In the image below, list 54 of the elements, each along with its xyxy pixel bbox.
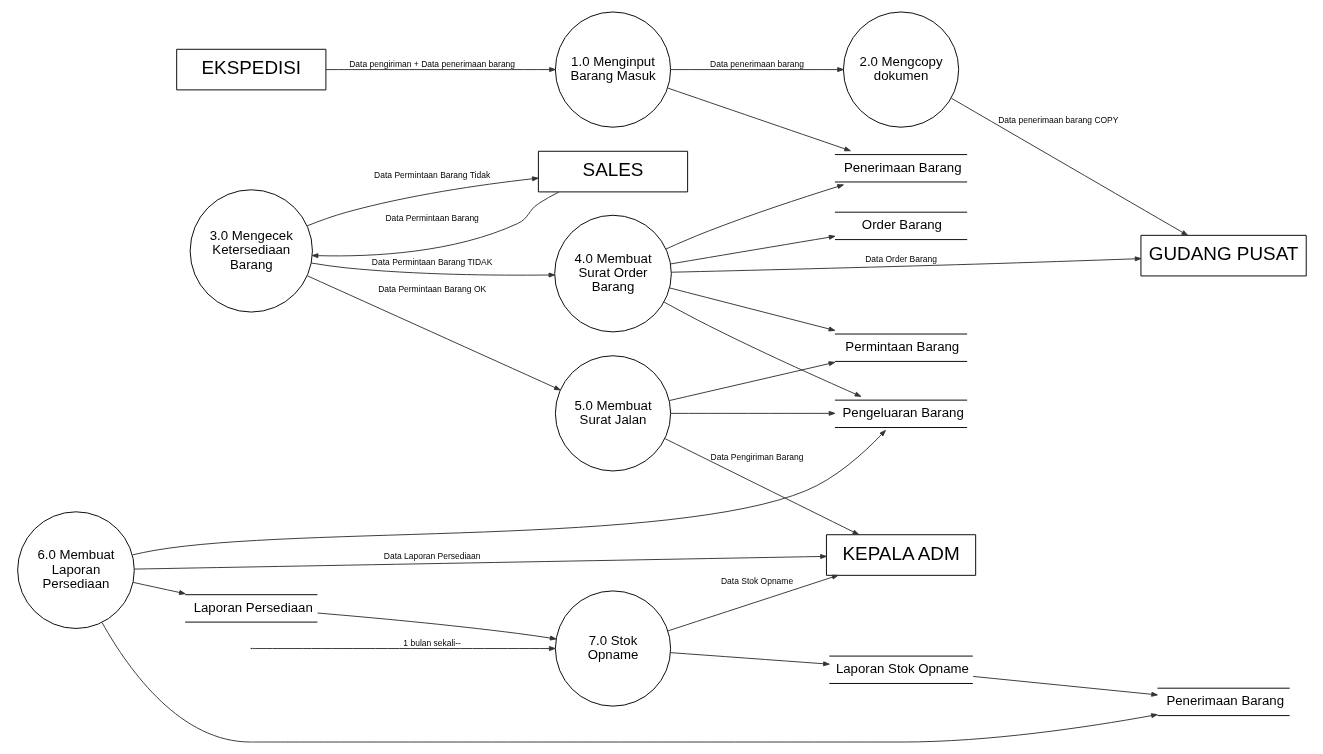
arrow xyxy=(665,184,844,250)
edge-label: Data Stok Opname xyxy=(720,576,793,587)
edge-label: Data Permintaan Barang xyxy=(384,212,479,223)
edge-label: Data Permintaan Barang OK xyxy=(377,283,486,294)
node-text: Penerimaan Barang xyxy=(1165,693,1284,709)
node-circle: 1.0 Menginput Barang Masuk xyxy=(554,11,671,128)
node-text: Pengeluaran Barang xyxy=(842,405,964,421)
arrow xyxy=(101,622,1158,743)
node-box: SALES xyxy=(537,150,688,193)
arrow xyxy=(311,191,559,259)
arrow xyxy=(310,262,555,278)
arrow xyxy=(306,275,561,391)
node-circle: 6.0 Membuat Laporan Persediaan xyxy=(16,511,135,629)
arrow xyxy=(668,361,835,401)
arrow xyxy=(669,652,830,667)
arrow xyxy=(131,429,886,556)
arrow xyxy=(324,67,556,73)
arrow xyxy=(972,675,1158,697)
edge-label: Data penerimaan barang xyxy=(709,58,804,69)
arrow xyxy=(663,301,861,397)
edge-label: Data Laporan Persediaan xyxy=(383,550,480,561)
arrow xyxy=(950,97,1188,236)
node-box: GUDANG PUSAT xyxy=(1140,234,1307,277)
arrow xyxy=(669,410,835,416)
arrow xyxy=(667,574,838,632)
arrow xyxy=(666,87,851,152)
arrow xyxy=(251,646,556,651)
edge-label: 1 bulan sekali-- xyxy=(402,637,461,648)
node-box: EKSPEDISI xyxy=(175,48,326,91)
arrow xyxy=(670,256,1141,273)
edge-label: Data penerimaan barang COPY xyxy=(997,114,1118,125)
edge-label: Data Permintaan Barang Tidak xyxy=(373,170,490,181)
node-text: Laporan Persediaan xyxy=(193,599,313,615)
edge-label: Data pengiriman + Data penerimaan barang xyxy=(348,58,515,69)
node-circle: 3.0 Mengecek Ketersediaan Barang xyxy=(189,189,313,313)
arrow xyxy=(668,287,835,332)
node-circle: 2.0 Mengcopy dokumen xyxy=(842,11,959,128)
arrow xyxy=(306,176,539,227)
arrow xyxy=(133,554,827,570)
node-box: KEPALA ADM xyxy=(825,534,976,576)
node-text: Laporan Stok Opname xyxy=(835,661,969,677)
node-text: Order Barang xyxy=(861,217,942,233)
arrow xyxy=(664,438,859,535)
node-circle: 7.0 Stok Opname xyxy=(554,590,671,707)
arrow xyxy=(669,67,844,73)
arrow xyxy=(132,581,186,595)
arrow xyxy=(316,612,556,641)
edge-label: Data Pengiriman Barang xyxy=(710,451,803,462)
node-circle: 4.0 Membuat Surat Order Barang xyxy=(553,214,672,333)
arrow xyxy=(669,234,835,265)
edge-label: Data Permintaan Barang TIDAK xyxy=(371,257,492,268)
node-text: Permintaan Barang xyxy=(844,339,959,355)
node-text: Penerimaan Barang xyxy=(843,159,961,175)
edge-label: Data Order Barang xyxy=(864,253,937,264)
